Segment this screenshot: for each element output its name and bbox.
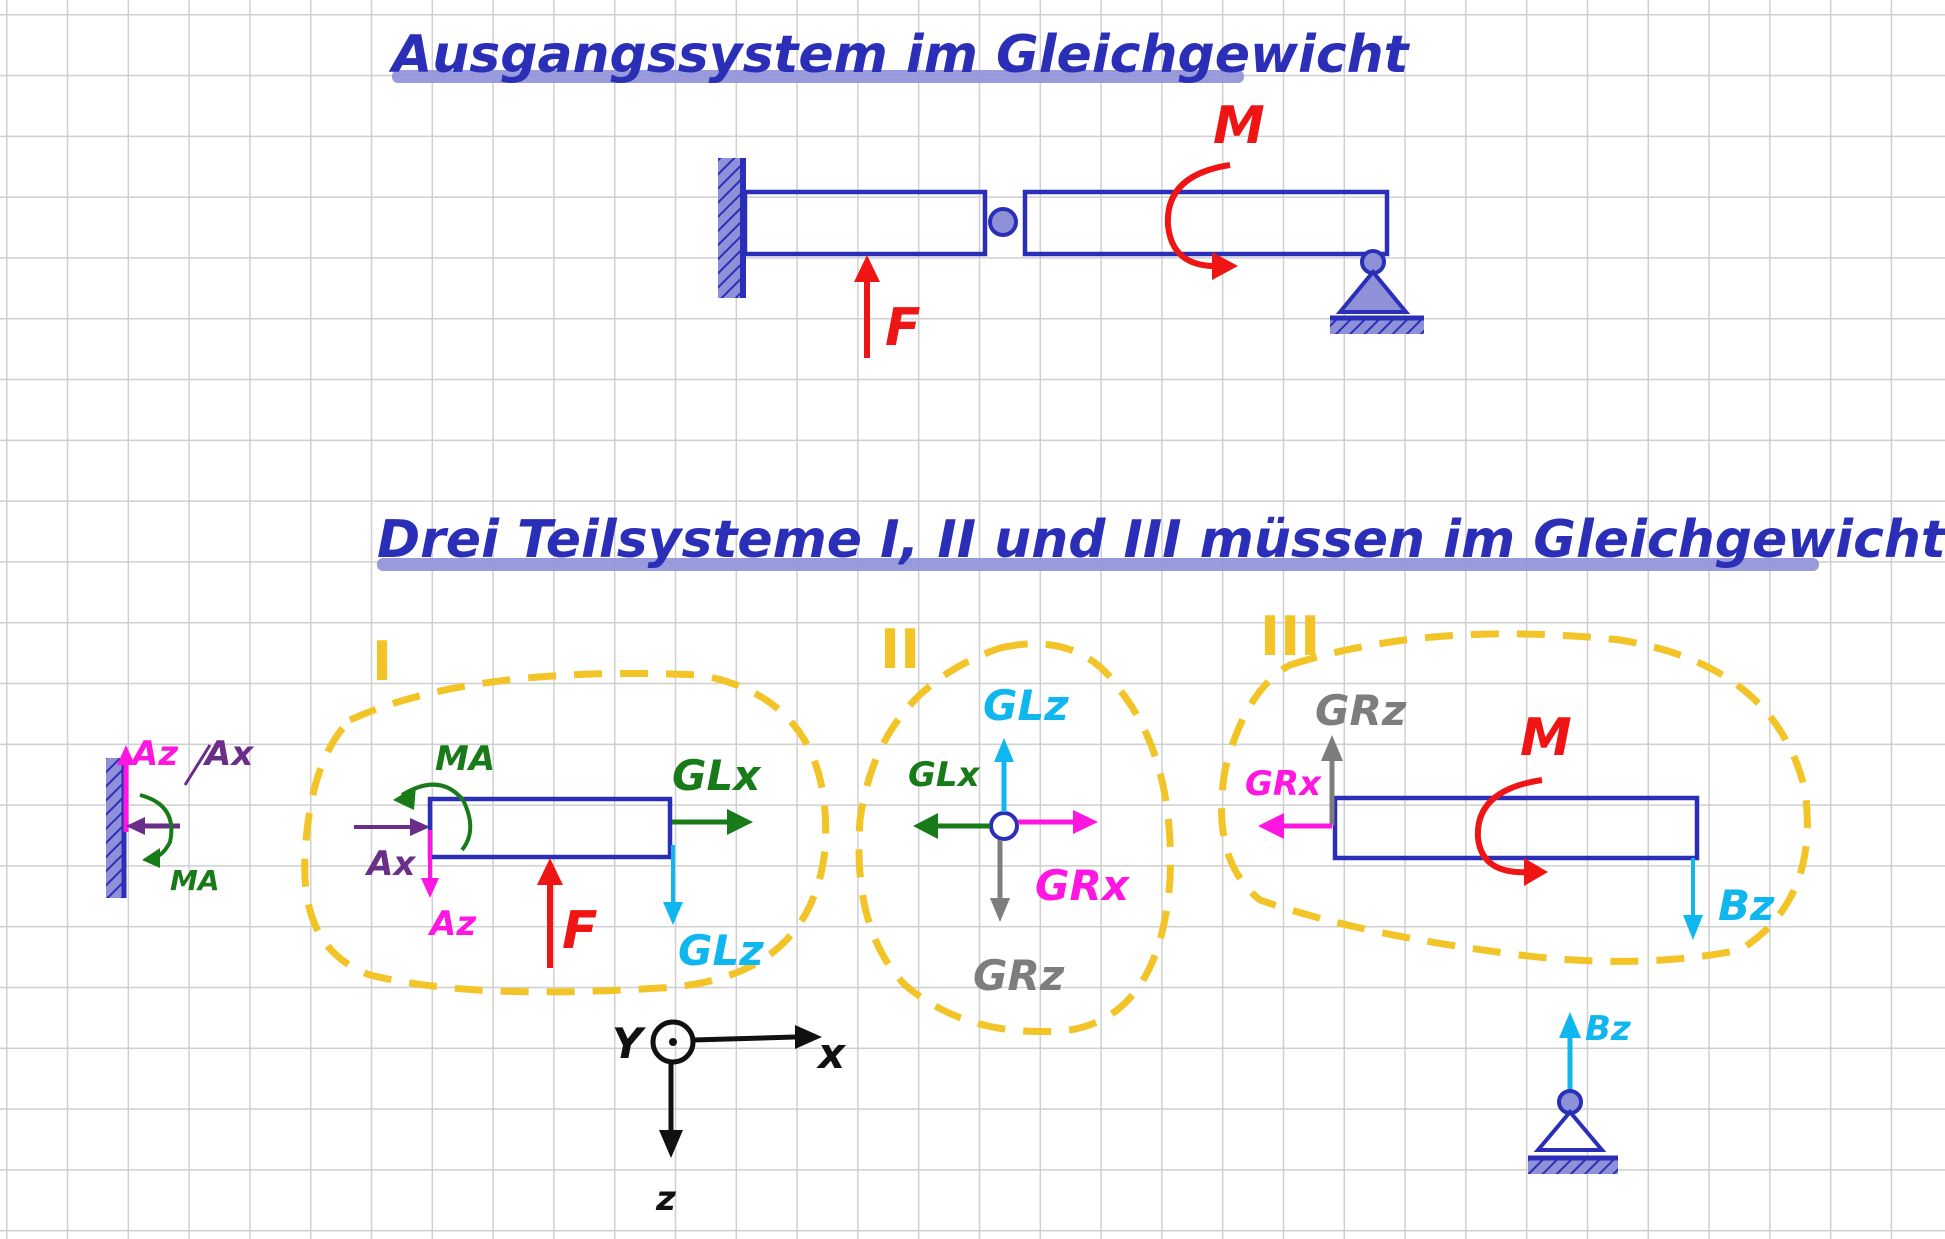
coordinate-axes: x Y z — [612, 1019, 847, 1219]
subsystem-2-hinge — [989, 811, 1019, 841]
subsystem-1-boundary — [301, 669, 830, 996]
clamp-ma-label: MA — [170, 864, 220, 897]
subsystem-2-grx-label: GRx — [1035, 861, 1131, 910]
axis-y-label: Y — [612, 1019, 646, 1068]
subsystem-2: II GLz GLx GRx GRz — [855, 618, 1174, 1036]
beam-left — [742, 189, 988, 257]
axis-y-dot — [669, 1038, 677, 1046]
subsystem-2-glx-label: GLx — [908, 755, 981, 795]
subsystem-1-beam — [427, 796, 673, 860]
subsystem-2-grz-label: GRz — [973, 951, 1065, 1000]
subsystem-1-ma-label: MA — [435, 739, 495, 779]
beam-right — [1022, 189, 1390, 257]
subsystem-1-glx-label: GLx — [672, 751, 762, 800]
subsystem-1-az-label: Az — [427, 904, 476, 944]
subsystem-3-beam — [1332, 795, 1700, 861]
moment-m-label: M — [1213, 96, 1265, 156]
title-underline — [392, 70, 1244, 83]
support-bz-label: Bz — [1585, 1009, 1631, 1049]
subsystem-2-roman: II — [880, 618, 920, 681]
force-f-arrow — [854, 255, 880, 358]
clamp-hatch — [106, 758, 124, 898]
force-f-label: F — [885, 298, 921, 358]
subsystem-3-m-label: M — [1520, 708, 1572, 768]
title-subsystems: Drei Teilsysteme I, II und III müssen im… — [377, 510, 1945, 571]
fixed-wall-hatch — [718, 158, 742, 298]
clamp-ax-label: Ax — [202, 734, 254, 774]
subsystem-1-ax-label: Ax — [364, 844, 416, 884]
subsystem-3-grx-label: GRx — [1245, 764, 1322, 804]
pin-support — [1330, 249, 1424, 334]
subsystem-1-roman: I — [372, 630, 392, 693]
subsystem-2-boundary — [855, 640, 1174, 1036]
subsystem-2-glz-label: GLz — [983, 681, 1069, 730]
subsystem-3-roman: III — [1260, 605, 1320, 668]
axis-z-label: z — [655, 1179, 676, 1219]
title-original-system: Ausgangssystem im Gleichgewicht — [388, 25, 1411, 85]
subsystem-1: I MA Ax Az F GLx GLz — [301, 630, 830, 996]
axis-x-label: x — [816, 1029, 847, 1078]
title-original-text: Ausgangssystem im Gleichgewicht — [388, 25, 1411, 85]
moment-m-arrow — [1164, 162, 1238, 280]
subsystem-1-glz-label: GLz — [678, 926, 764, 975]
support-detail: Bz — [1528, 1009, 1631, 1174]
subsystem-3: III GRz GRx M Bz — [1218, 605, 1811, 965]
subsystem-3-boundary — [1218, 630, 1811, 965]
title-subsystems-text: Drei Teilsysteme I, II und III müssen im… — [377, 510, 1945, 570]
subsystem-1-f-label: F — [562, 901, 598, 961]
clamp-detail: Az Ax MA — [106, 734, 254, 898]
clamp-az-label: Az — [129, 734, 178, 774]
title2-underline — [377, 558, 1819, 571]
subsystem-3-bz-label: Bz — [1718, 881, 1775, 930]
hinge — [988, 207, 1018, 237]
original-system: F M — [718, 96, 1424, 358]
subsystem-3-grz-label: GRz — [1315, 686, 1407, 735]
